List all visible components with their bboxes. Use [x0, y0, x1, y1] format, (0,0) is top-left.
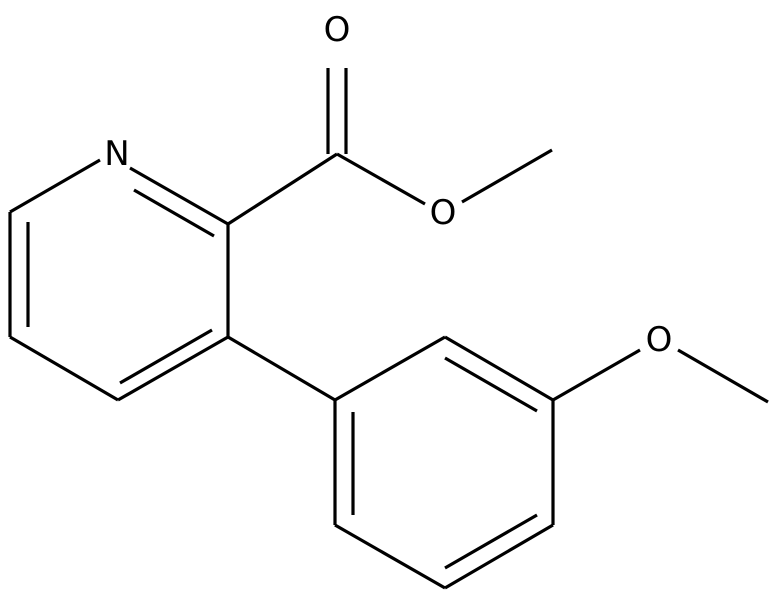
methoxyphenyl-ring: [227, 335, 555, 590]
bond-n1-c2: [129, 166, 229, 226]
bond-c2-carbonyl-c: [227, 152, 338, 226]
pyridine-ring: [8, 158, 230, 402]
bond-c6-n1: [9, 158, 101, 214]
bond-ar3-o-methoxy: [552, 348, 641, 402]
atom-label-nitrogen: N: [104, 134, 129, 174]
bond-carbonyl-c-o-ester: [336, 152, 426, 206]
bond-ar4-ar5-inner: [444, 513, 538, 570]
bond-o-ester-methyl: [461, 148, 553, 204]
methyl-ester-group: [227, 68, 553, 226]
bond-c3-c4-inner: [119, 328, 213, 385]
methoxy-group: [552, 348, 769, 404]
bond-ar2-ar3: [444, 335, 554, 402]
bond-c3-c4: [117, 335, 229, 402]
bond-ar1-ar2: [334, 335, 446, 402]
bond-ar5-ar6: [334, 523, 446, 590]
atom-label-carbonyl-oxygen: O: [324, 10, 351, 50]
bond-ar2-ar3-inner: [444, 356, 538, 413]
bond-c4-c5: [9, 335, 119, 402]
atom-label-methoxy-oxygen: O: [646, 320, 673, 360]
bond-o-methoxy-methyl: [677, 348, 769, 404]
bond-ar4-ar5: [444, 523, 554, 590]
bond-n1-c2-inner: [133, 188, 215, 238]
bond-c3-ar1: [227, 335, 336, 402]
atom-label-ester-oxygen: O: [430, 193, 457, 233]
